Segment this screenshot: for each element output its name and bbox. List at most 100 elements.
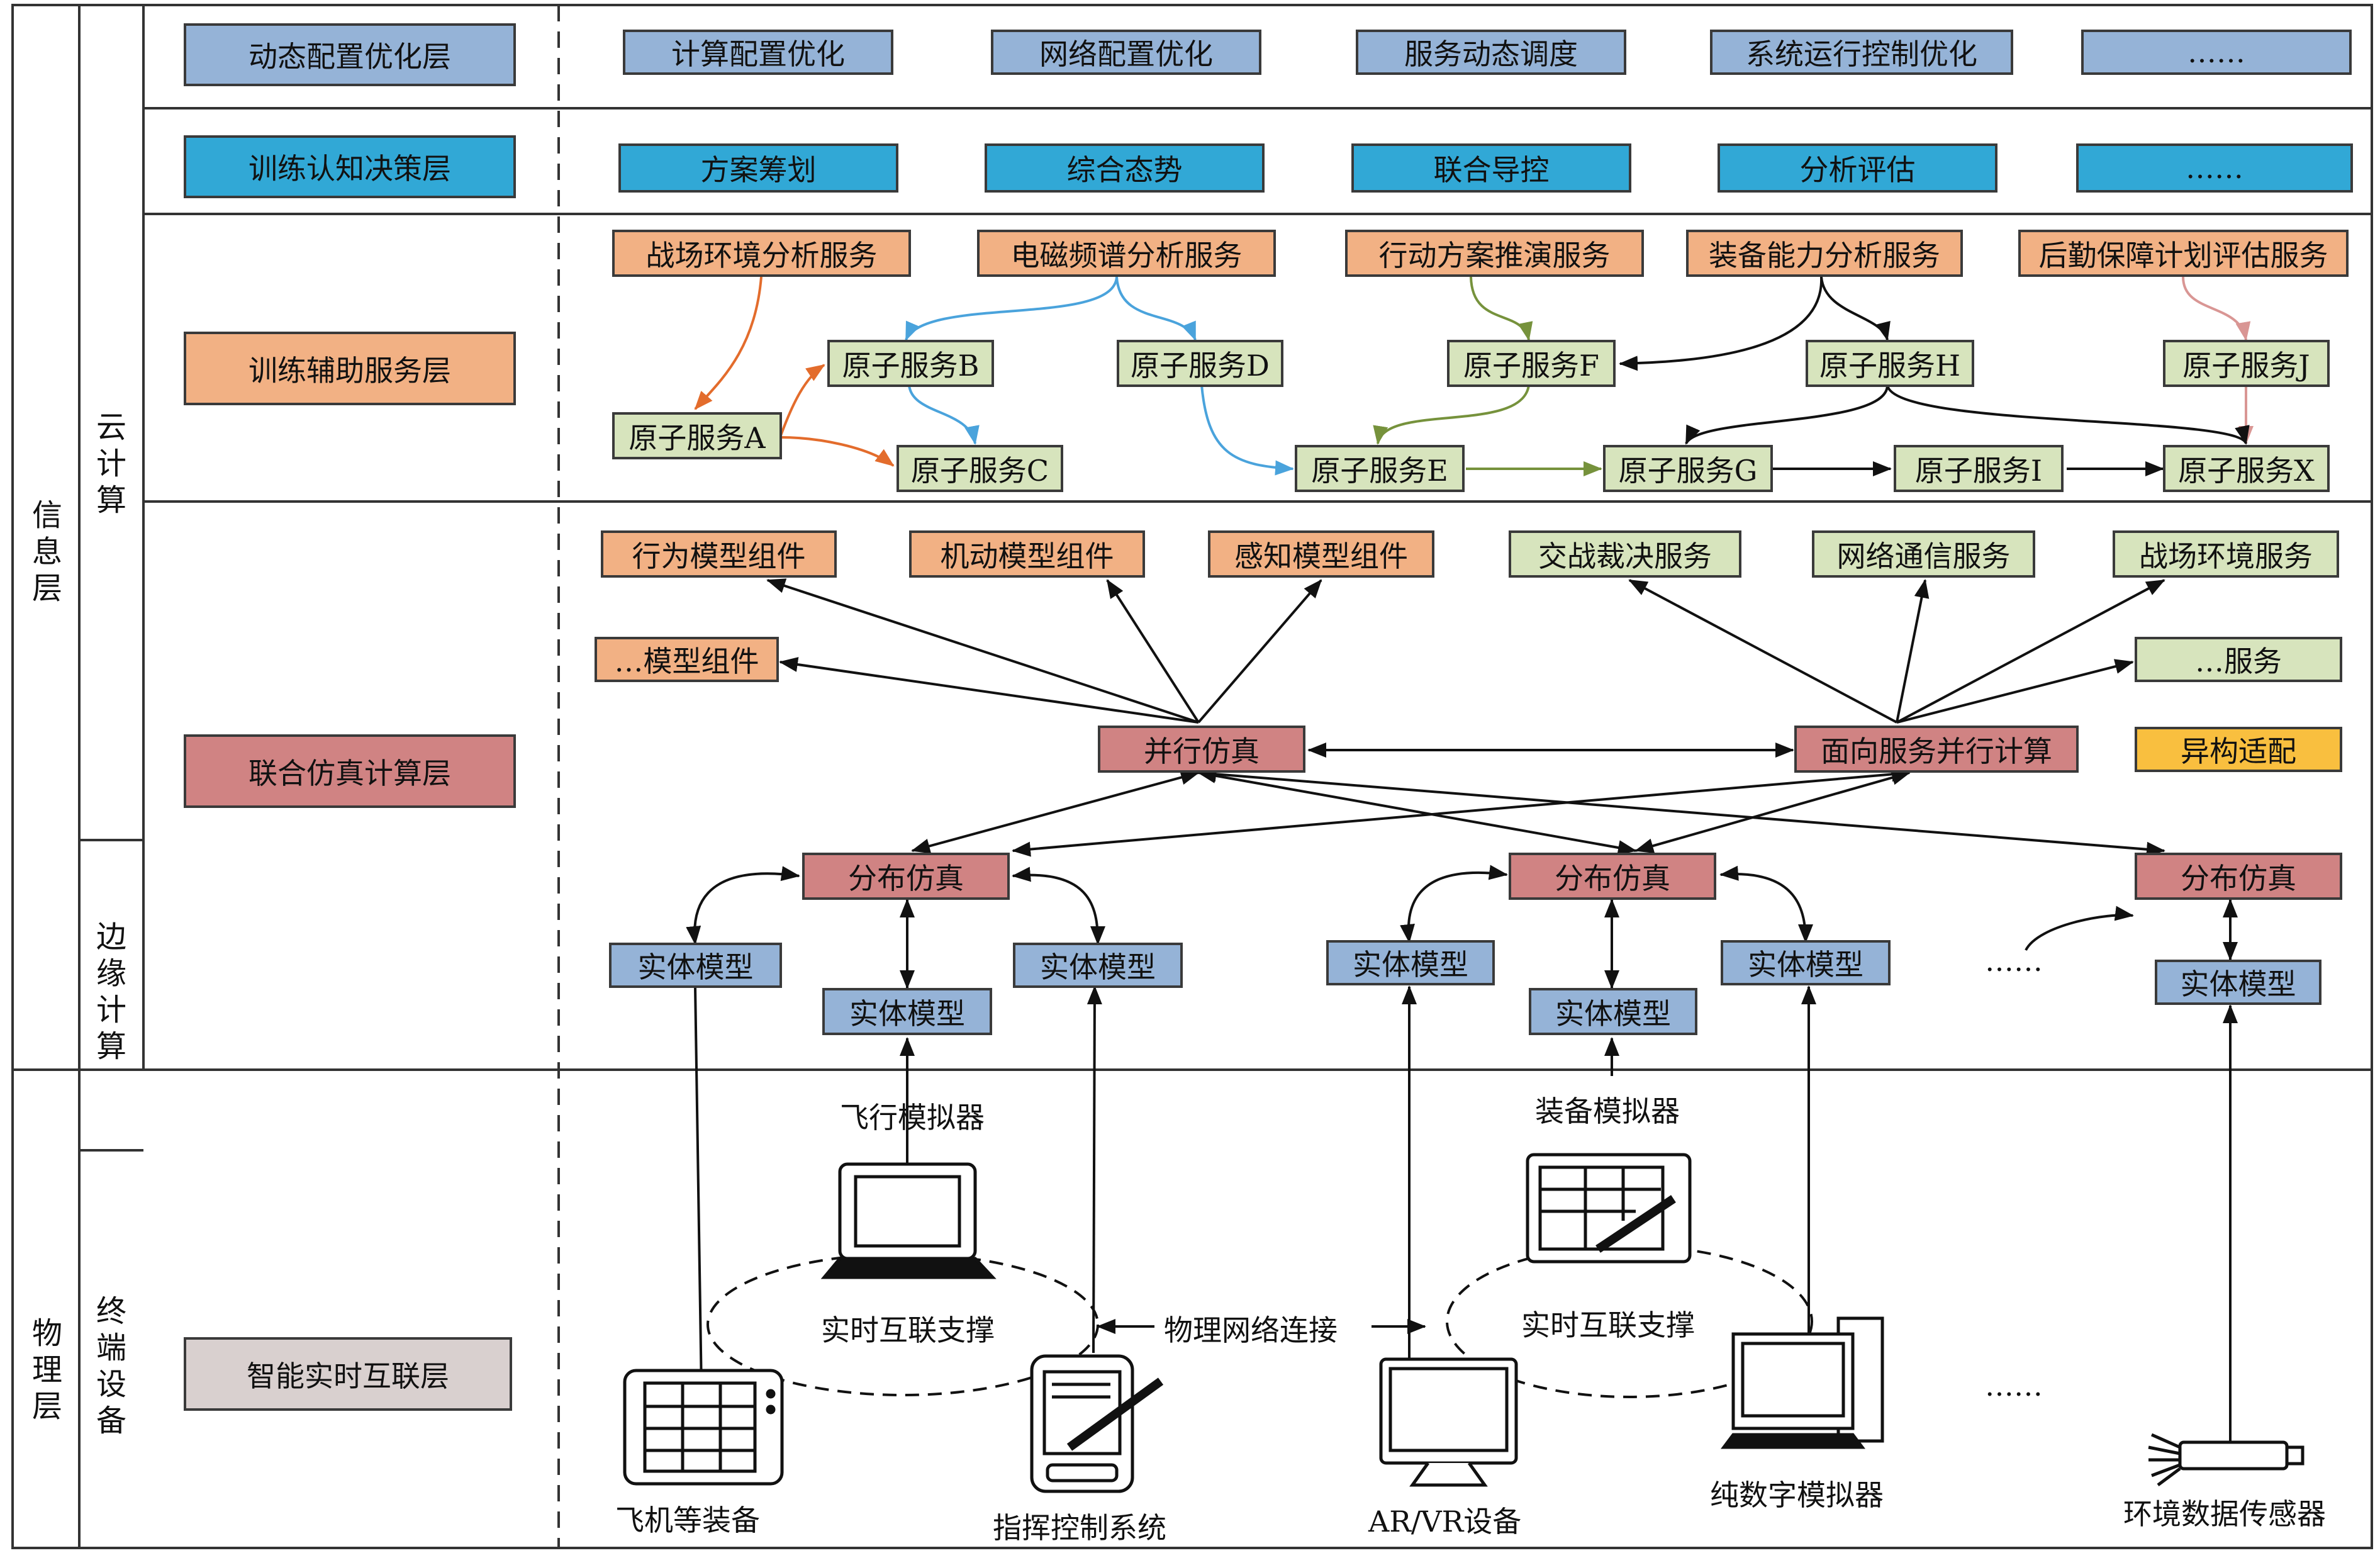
arrow-par-dist2	[1197, 768, 1637, 855]
aircraft-tablet-icon	[623, 1369, 784, 1486]
arrow-spec-to-B	[905, 276, 1118, 341]
arvr-label: AR/VR设备	[1368, 1505, 1522, 1539]
arrow-dist2-ent3	[1719, 865, 1813, 943]
arrow-H-to-G	[1685, 384, 1889, 445]
behavior-model-box: 行为模型组件	[601, 530, 837, 578]
more-model-box: …模型组件	[595, 637, 779, 682]
command-pda-icon	[1030, 1354, 1164, 1493]
arrow-par-to-perception	[1197, 579, 1322, 724]
arrow-F-to-E	[1373, 384, 1530, 445]
atom-X: 原子服务X	[2163, 445, 2330, 492]
guidance-box: 联合导控	[1351, 143, 1631, 193]
realtime-label-left: 实时互联支撑	[821, 1313, 995, 1347]
layer-simulation: 联合仿真计算层	[184, 734, 516, 808]
arrow-dist3-dots	[2025, 905, 2134, 951]
env-service-box: 战场环境服务	[2113, 530, 2339, 578]
row2-more-box: ……	[2076, 143, 2353, 193]
arrow-action-to-F	[1470, 276, 1533, 341]
arrow-A-to-B	[779, 364, 825, 438]
physical-layer-label: 物理层	[31, 1316, 62, 1424]
layer-interconnect: 智能实时互联层	[184, 1337, 512, 1411]
arrow-par-to-mobility	[1106, 579, 1200, 724]
arrow-svc-to-envsvc	[1896, 579, 2165, 724]
arrow-equip-to-F	[1619, 276, 1823, 371]
entity-model-1: 实体模型	[609, 943, 782, 988]
arrow-dist2-ent1	[1400, 865, 1508, 943]
atom-B: 原子服务B	[827, 340, 994, 387]
hetero-adapt-box: 异构适配	[2135, 727, 2342, 772]
desktop-computer-icon	[1721, 1316, 1884, 1449]
flight-sim-label: 飞行模拟器	[840, 1101, 985, 1135]
mobility-model-box: 机动模型组件	[909, 530, 1145, 578]
perception-model-box: 感知模型组件	[1208, 530, 1434, 578]
digital-sim-label: 纯数字模拟器	[1710, 1478, 1884, 1512]
edge-label: 边缘计算	[96, 919, 126, 1064]
command-label: 指挥控制系统	[993, 1511, 1166, 1545]
device-dots: ……	[1985, 1369, 2043, 1403]
situation-box: 综合态势	[985, 143, 1265, 193]
arrow-B-to-C	[908, 384, 980, 445]
assess-box: 分析评估	[1718, 143, 1997, 193]
frame	[11, 4, 2373, 1549]
layer-training: 训练认知决策层	[184, 135, 516, 198]
logistics-service: 后勤保障计划评估服务	[2018, 230, 2349, 277]
arrow-dist1-ent3	[1012, 866, 1105, 945]
info-layer-label: 信息层	[31, 498, 62, 606]
entity-model-2: 实体模型	[822, 988, 992, 1035]
network-config-box: 网络配置优化	[991, 30, 1261, 75]
arrow-svc-to-moresvc	[1896, 659, 2134, 724]
arrow-spec-to-D	[1115, 276, 1197, 341]
entity-model-4: 实体模型	[1326, 940, 1495, 985]
entity-model-3: 实体模型	[1013, 943, 1183, 988]
arrow-log-to-J	[2182, 276, 2251, 341]
network-service-box: 网络通信服务	[1812, 530, 2035, 578]
arrow-env-to-A	[694, 276, 763, 410]
combat-service-box: 交战裁决服务	[1509, 530, 1741, 578]
more-service-box: …服务	[2135, 637, 2342, 682]
atom-F: 原子服务F	[1447, 340, 1616, 387]
terminal-label: 终端设备	[96, 1294, 126, 1438]
atom-D: 原子服务D	[1117, 340, 1283, 387]
line-command-ent3	[1087, 985, 1102, 1354]
arrow-svc-dist2	[1634, 770, 1911, 853]
laptop-icon	[820, 1162, 997, 1279]
network-label: 物理网络连接	[1164, 1313, 1338, 1347]
monitor-icon	[1379, 1357, 1518, 1487]
atom-C: 原子服务C	[897, 445, 1063, 492]
cloud-label: 云计算	[96, 410, 126, 518]
arrow-svc-to-network	[1896, 579, 1930, 723]
equip-sim-label: 装备模拟器	[1535, 1094, 1680, 1128]
entity-model-5: 实体模型	[1529, 988, 1697, 1035]
plan-box: 方案筹划	[618, 143, 898, 193]
layer-service: 训练辅助服务层	[184, 332, 516, 405]
edge-dots: ……	[1985, 944, 2043, 978]
sensor-label: 环境数据传感器	[2123, 1497, 2326, 1531]
atom-E: 原子服务E	[1295, 445, 1465, 492]
action-plan-service: 行动方案推演服务	[1345, 230, 1644, 277]
entity-model-6: 实体模型	[1721, 940, 1891, 985]
equip-ability-service: 装备能力分析服务	[1686, 230, 1963, 277]
aircraft-label: 飞机等装备	[615, 1503, 760, 1537]
arrow-D-to-E	[1200, 384, 1294, 476]
arrow-par-to-model	[779, 657, 1199, 724]
distributed-sim-2: 分布仿真	[1509, 853, 1716, 900]
arrow-A-to-C	[779, 436, 895, 467]
row1-more-box: ……	[2081, 30, 2352, 75]
atom-I: 原子服务I	[1894, 445, 2064, 492]
arrow-H-to-X	[1886, 384, 2250, 445]
layer-dynamic: 动态配置优化层	[184, 23, 516, 86]
arrow-equip-to-H	[1820, 276, 1891, 341]
parallel-sim-box: 并行仿真	[1098, 726, 1305, 773]
arrow-svc-to-combat	[1628, 579, 1897, 724]
spectrum-service: 电磁频谱分析服务	[977, 230, 1276, 277]
entity-model-7: 实体模型	[2155, 960, 2321, 1005]
atom-J: 原子服务J	[2163, 340, 2330, 387]
arrow-dist1-ent1	[686, 866, 800, 945]
atom-G: 原子服务G	[1603, 445, 1773, 492]
service-parallel-compute: 面向服务并行计算	[1794, 726, 2079, 773]
compute-config-box: 计算配置优化	[623, 30, 893, 75]
equipment-tablet-icon	[1526, 1153, 1692, 1264]
service-schedule-box: 服务动态调度	[1356, 30, 1626, 75]
atom-H: 原子服务H	[1806, 340, 1974, 387]
